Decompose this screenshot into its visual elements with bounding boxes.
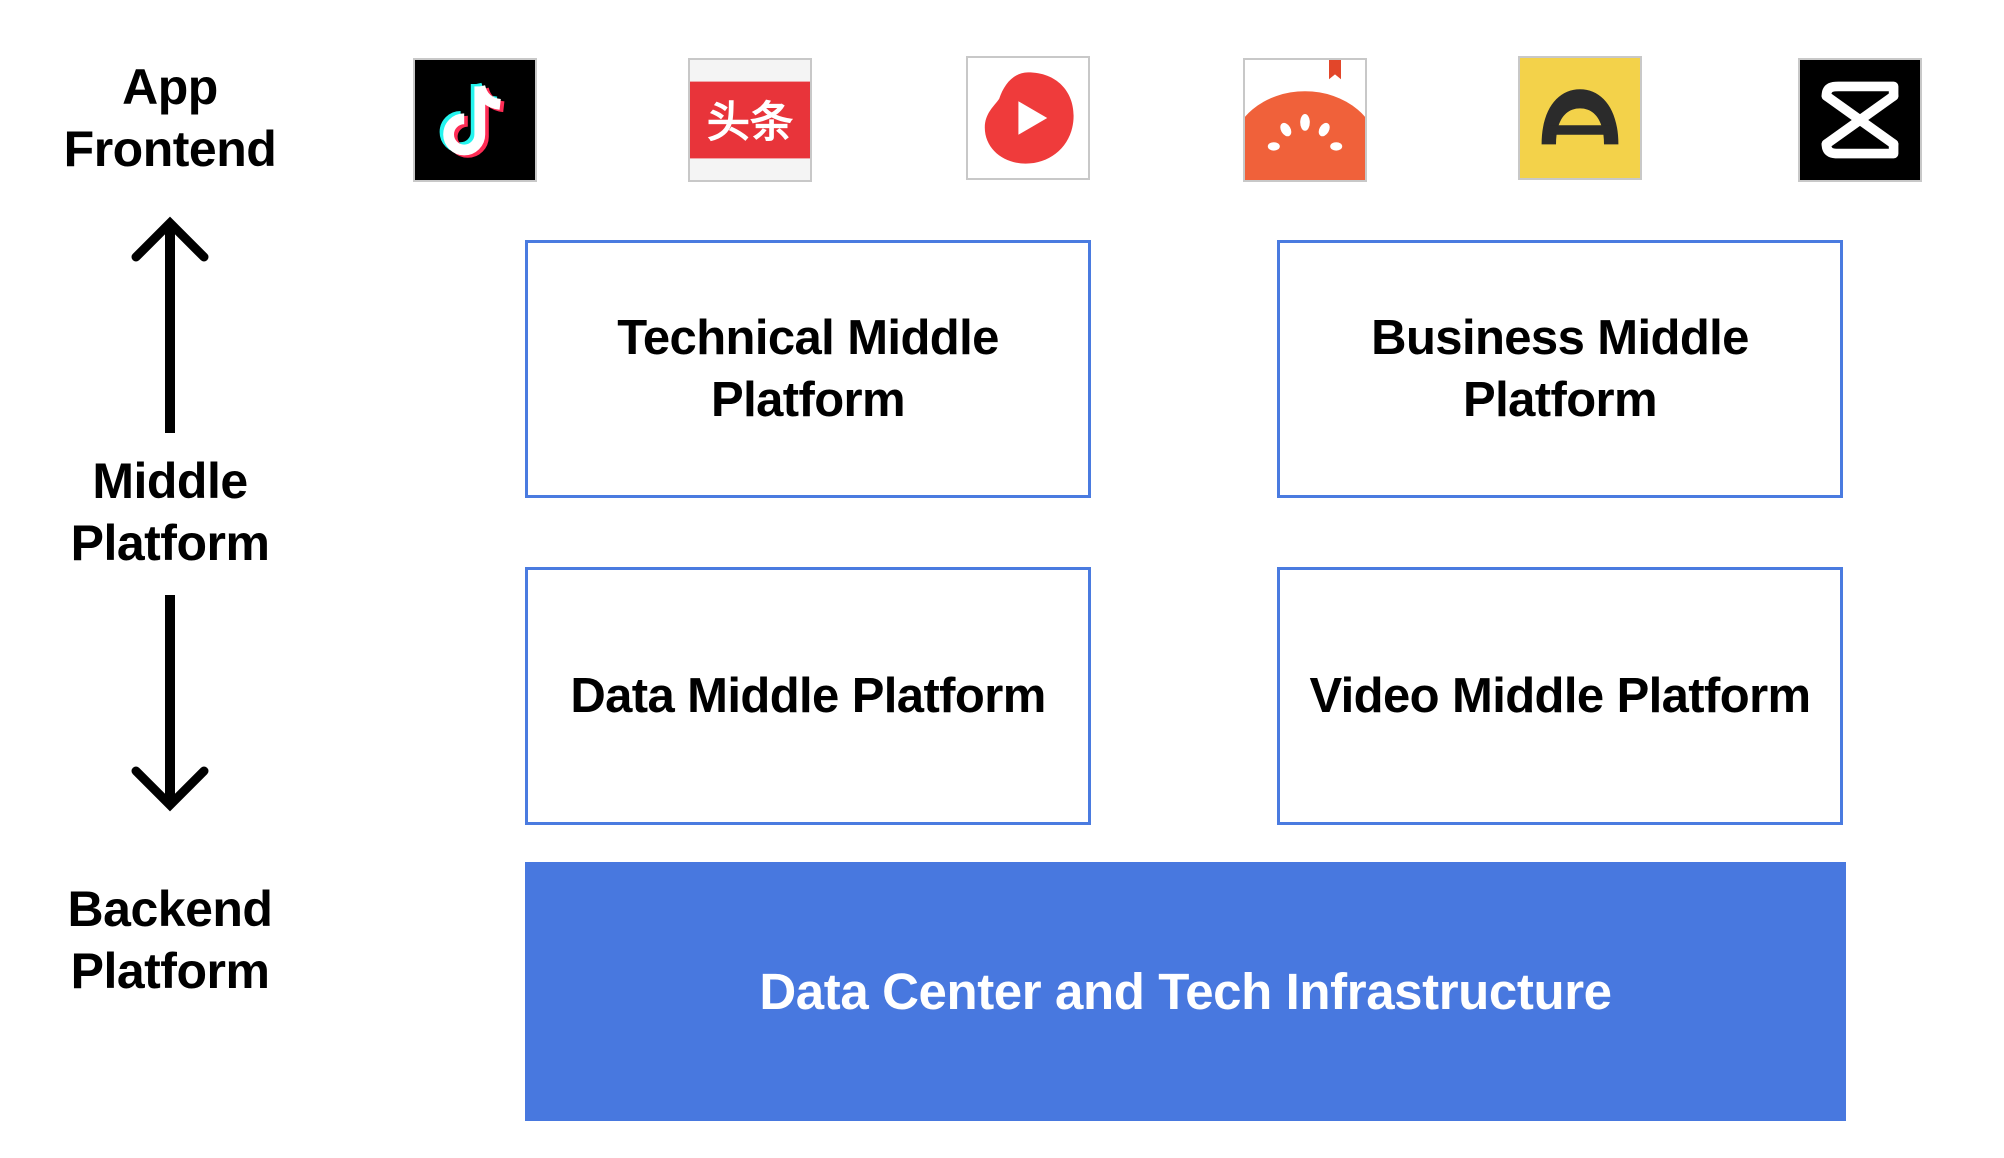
data-center-infrastructure-bar: Data Center and Tech Infrastructure (525, 862, 1846, 1121)
middle-platform-label: Middle Platform (30, 450, 310, 574)
technical-middle-platform-line-2: Platform (711, 373, 906, 427)
video-middle-platform-box: Video Middle Platform (1277, 567, 1843, 825)
backend-platform-label-line-1: Backend (67, 881, 273, 937)
toutiao-icon-text: 头条 (707, 98, 794, 148)
app-frontend-label-line-2: Frontend (63, 121, 277, 177)
down-arrow-icon (131, 595, 209, 812)
data-middle-platform-box: Data Middle Platform (525, 567, 1091, 825)
business-middle-platform-box: Business Middle Platform (1277, 240, 1843, 498)
technical-middle-platform-line-1: Technical Middle (617, 311, 999, 365)
middle-platform-label-line-2: Platform (70, 515, 270, 571)
up-arrow-icon (131, 216, 209, 433)
backend-platform-label: Backend Platform (30, 878, 310, 1002)
video-middle-platform-label: Video Middle Platform (1309, 669, 1811, 723)
xigua-video-icon (966, 56, 1090, 180)
data-middle-platform-label: Data Middle Platform (570, 669, 1046, 723)
capcut-icon (1798, 58, 1922, 182)
business-middle-platform-line-2: Platform (1463, 373, 1658, 427)
tomato-novel-icon (1243, 58, 1367, 182)
middle-platform-label-line-1: Middle (92, 453, 248, 509)
backend-platform-label-line-2: Platform (70, 943, 270, 999)
dongchedi-icon (1518, 56, 1642, 180)
app-frontend-label: App Frontend (30, 56, 310, 180)
technical-middle-platform-box: Technical Middle Platform (525, 240, 1091, 498)
toutiao-icon: 头条 (688, 58, 812, 182)
business-middle-platform-line-1: Business Middle (1371, 311, 1749, 365)
tiktok-icon (413, 58, 537, 182)
data-center-infrastructure-label: Data Center and Tech Infrastructure (759, 963, 1612, 1020)
app-frontend-label-line-1: App (122, 59, 218, 115)
